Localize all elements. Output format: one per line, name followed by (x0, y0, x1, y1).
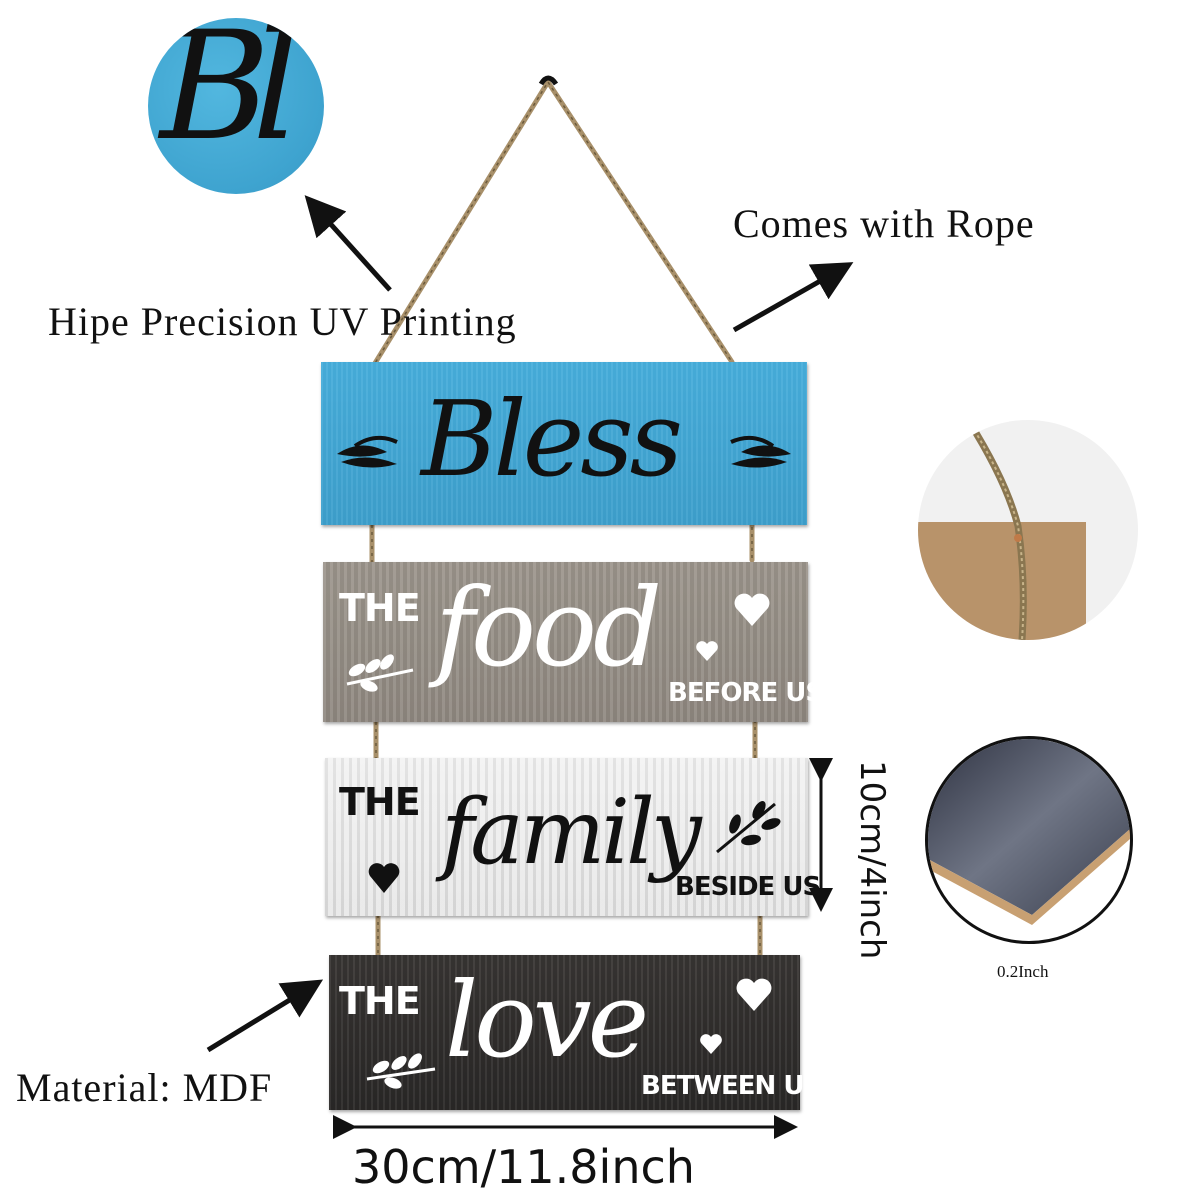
food-the: THE (339, 586, 421, 630)
leaf-branch-icon (366, 1053, 436, 1089)
thickness-dimension-label: 0.2Inch (997, 962, 1049, 981)
rope-arrow (732, 262, 854, 333)
uv-printing-callout: Hipe Precision UV Printing (48, 299, 517, 344)
family-sub: BESIDE US (675, 872, 821, 902)
bless-script: Bless (421, 378, 683, 500)
love-sub: BETWEEN US (641, 1071, 822, 1101)
family-script: family (441, 780, 702, 885)
leaf-branch-icon (716, 800, 781, 854)
love-the: THE (339, 979, 421, 1023)
leaf-branch-icon (346, 654, 414, 692)
rope-detail-illustration (918, 420, 1086, 640)
family-the: THE (339, 780, 421, 824)
plank-love: THE love BETWEEN US (329, 955, 822, 1110)
print-detail-zoom: Bl (148, 18, 324, 194)
uv-arrow (304, 195, 392, 292)
love-script: love (445, 959, 649, 1081)
edge-detail-zoom (925, 736, 1133, 944)
food-script: food (435, 566, 662, 691)
plank-family: THE family BESIDE US (325, 758, 821, 916)
plank-food: THE food BEFORE US (323, 562, 824, 722)
leaf-icon-right (730, 435, 791, 468)
material-arrow (206, 979, 324, 1053)
height-dimension-label: 10cm/4inch (852, 760, 892, 960)
rope-callout: Comes with Rope (733, 201, 1035, 246)
heart-icon (734, 593, 770, 626)
material-callout: Material: MDF (16, 1065, 273, 1110)
rope-detail-zoom (918, 420, 1138, 640)
plank-bless: Bless (321, 362, 807, 525)
zoom-script-text: Bl (160, 18, 300, 174)
heart-icon-small (700, 1034, 722, 1054)
heart-icon (736, 978, 772, 1011)
heart-icon (368, 863, 400, 893)
food-sub: BEFORE US (668, 678, 824, 708)
width-dimension-label: 30cm/11.8inch (352, 1140, 695, 1194)
leaf-icon-left (337, 435, 398, 468)
edge-detail-illustration (928, 739, 1130, 925)
heart-icon-small (696, 641, 718, 661)
